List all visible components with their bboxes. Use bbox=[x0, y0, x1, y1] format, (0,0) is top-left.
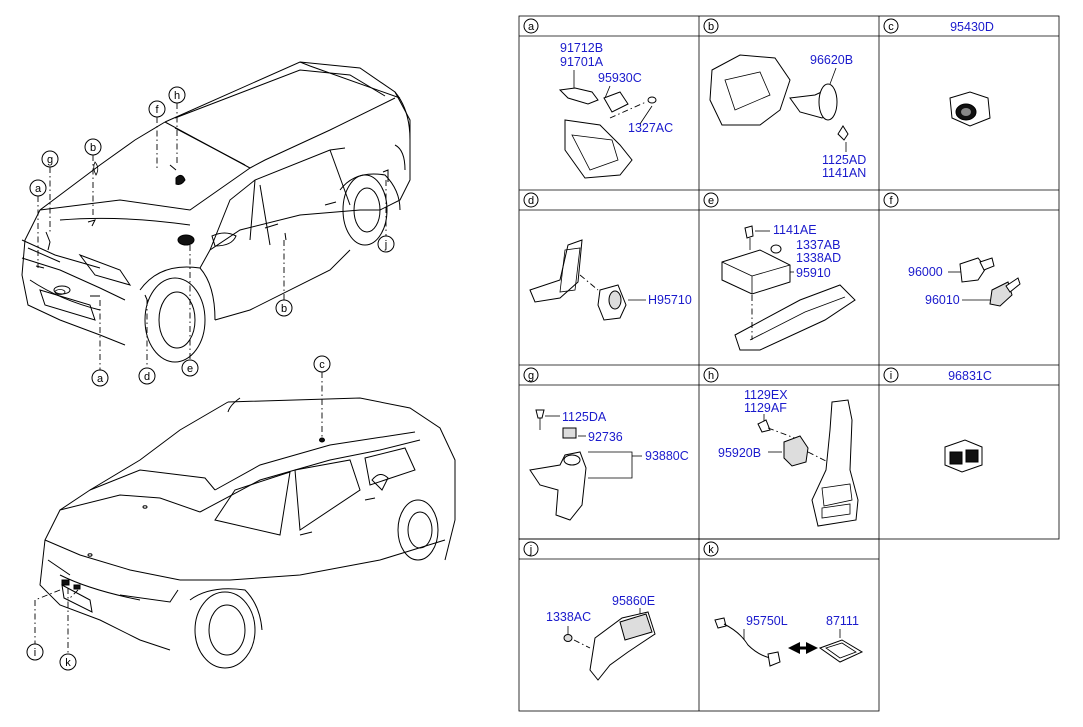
panel-c bbox=[949, 91, 991, 127]
part-87111: 87111 bbox=[826, 614, 859, 628]
svg-text:i: i bbox=[34, 647, 36, 659]
part-1125DA: 1125DA bbox=[562, 410, 607, 424]
panel-i-header: i 96831C bbox=[883, 367, 992, 383]
part-1125AD: 1125AD bbox=[822, 153, 866, 167]
svg-text:d: d bbox=[144, 371, 150, 383]
svg-text:b: b bbox=[90, 142, 96, 154]
svg-text:e: e bbox=[187, 363, 193, 375]
callout-h: h bbox=[168, 86, 186, 104]
part-95910: 95910 bbox=[796, 266, 831, 280]
panel-headers: a b c 95430D d e f g h i 96831C j k bbox=[523, 18, 994, 557]
part-95930C: 95930C bbox=[598, 71, 642, 85]
part-92736: 92736 bbox=[588, 430, 623, 444]
callout-e: e bbox=[181, 359, 199, 377]
svg-text:j: j bbox=[384, 239, 387, 251]
part-91701A: 91701A bbox=[560, 55, 604, 69]
callout-b-top: b bbox=[84, 138, 102, 156]
callout-k: k bbox=[59, 653, 77, 671]
callout-a-bottom: a bbox=[91, 369, 109, 387]
panel-h: 1129EX 1129AF 95920B bbox=[718, 388, 859, 527]
callout-j: j bbox=[377, 235, 395, 253]
panel-k: 95750L 87111 bbox=[714, 614, 864, 667]
panel-g-header: g bbox=[523, 367, 539, 383]
panel-a: 91712B 91701A 95930C 1327AC bbox=[558, 41, 673, 179]
svg-text:a: a bbox=[35, 183, 42, 195]
svg-text:h: h bbox=[174, 90, 180, 102]
svg-text:b: b bbox=[708, 21, 714, 33]
panel-c-header: c 95430D bbox=[883, 18, 994, 34]
svg-text:d: d bbox=[528, 195, 534, 207]
front-car-sensors bbox=[35, 161, 389, 303]
callout-a-top: a bbox=[29, 179, 47, 197]
panel-c-title: 95430D bbox=[950, 20, 994, 34]
svg-text:g: g bbox=[47, 154, 53, 166]
part-96000: 96000 bbox=[908, 265, 943, 279]
panel-j-header: j bbox=[523, 541, 539, 557]
svg-text:i: i bbox=[890, 370, 892, 382]
part-96620B: 96620B bbox=[810, 53, 853, 67]
panel-h-header: h bbox=[703, 367, 719, 383]
part-1337AB: 1337AB bbox=[796, 238, 840, 252]
panel-i-title: 96831C bbox=[948, 369, 992, 383]
panel-d: H95710 bbox=[529, 239, 692, 321]
svg-text:c: c bbox=[319, 359, 325, 371]
callout-d: d bbox=[138, 367, 156, 385]
rear-car-illustration bbox=[39, 397, 456, 669]
rear-car-sensors bbox=[61, 437, 325, 590]
part-1141AN: 1141AN bbox=[822, 166, 866, 180]
callout-c: c bbox=[313, 355, 331, 373]
panel-e: 1141AE 1337AB 1338AD 95910 bbox=[721, 223, 856, 351]
part-1327AC: 1327AC bbox=[628, 121, 673, 135]
svg-text:h: h bbox=[708, 370, 714, 382]
svg-text:a: a bbox=[528, 21, 535, 33]
rear-car-leaders bbox=[34, 372, 323, 654]
part-96010: 96010 bbox=[925, 293, 960, 307]
svg-text:g: g bbox=[528, 370, 534, 382]
callout-i: i bbox=[26, 643, 44, 661]
panel-f: 96000 96010 bbox=[908, 257, 1021, 307]
svg-text:k: k bbox=[65, 657, 71, 669]
front-car-leaders bbox=[37, 103, 387, 370]
svg-text:a: a bbox=[97, 373, 104, 385]
part-1338AD: 1338AD bbox=[796, 251, 841, 265]
panel-g: 1125DA 92736 93880C bbox=[529, 409, 689, 521]
part-1129AF: 1129AF bbox=[744, 401, 787, 415]
svg-text:e: e bbox=[708, 195, 714, 207]
panel-b-header: b bbox=[703, 18, 719, 34]
panel-f-header: f bbox=[883, 192, 899, 208]
part-93880C: 93880C bbox=[645, 449, 689, 463]
svg-text:c: c bbox=[888, 21, 894, 33]
panel-e-header: e bbox=[703, 192, 719, 208]
part-1129EX: 1129EX bbox=[744, 388, 788, 402]
panel-k-header: k bbox=[703, 541, 719, 557]
front-car-illustration bbox=[21, 61, 411, 363]
panel-i bbox=[944, 439, 983, 473]
panel-a-header: a bbox=[523, 18, 539, 34]
callout-f: f bbox=[148, 100, 166, 118]
part-1141AE: 1141AE bbox=[773, 223, 817, 237]
svg-text:b: b bbox=[281, 303, 287, 315]
part-91712B: 91712B bbox=[560, 41, 603, 55]
callout-g: g bbox=[41, 150, 59, 168]
panel-d-header: d bbox=[523, 192, 539, 208]
part-1338AC: 1338AC bbox=[546, 610, 591, 624]
callout-b-bottom: b bbox=[275, 299, 293, 317]
part-H95710: H95710 bbox=[648, 293, 692, 307]
part-95750L: 95750L bbox=[746, 614, 788, 628]
panel-j: 95860E 1338AC bbox=[546, 594, 656, 681]
part-95860E: 95860E bbox=[612, 594, 655, 608]
part-95920B: 95920B bbox=[718, 446, 761, 460]
svg-text:j: j bbox=[529, 544, 532, 556]
panel-b: 96620B 1125AD 1141AN bbox=[709, 53, 866, 180]
parts-grid bbox=[518, 15, 1060, 712]
svg-text:f: f bbox=[889, 195, 893, 207]
svg-text:k: k bbox=[708, 544, 714, 556]
svg-text:f: f bbox=[155, 104, 159, 116]
